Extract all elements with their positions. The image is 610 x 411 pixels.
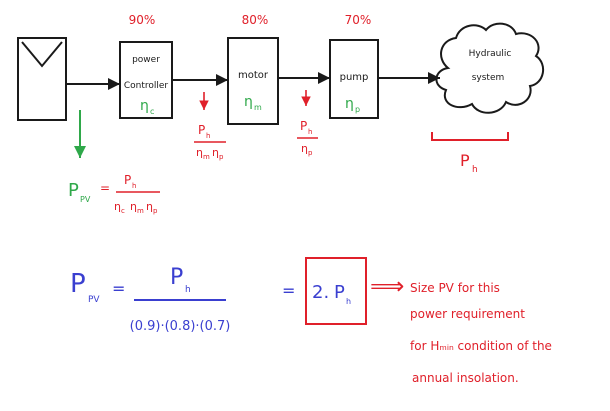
eq-num-sub: h xyxy=(185,285,191,295)
hydraulic-power-symbol: P xyxy=(460,151,470,170)
cloud-label-1: Hydraulic xyxy=(469,49,512,59)
eq-den: (0.9)·(0.8)·(0.7) xyxy=(130,319,231,334)
motor-eta: η xyxy=(244,94,253,110)
ppv-den-3-sub: p xyxy=(153,207,158,215)
eq-lhs-sub: PV xyxy=(88,295,100,305)
cloud-label-2: system xyxy=(472,73,505,83)
boxed-coefficient: 2. xyxy=(312,282,329,303)
boxed-subscript: h xyxy=(346,297,351,306)
frac1-den-b-sub: p xyxy=(219,153,224,161)
hydraulic-brace xyxy=(431,132,509,141)
controller-output-fraction: P h η m η p xyxy=(194,123,226,161)
sizing-note: Size PV for this power requirement for H… xyxy=(410,281,552,385)
motor-efficiency: 80% xyxy=(242,13,269,27)
frac1-den-a: η xyxy=(196,146,203,159)
main-equation: P PV = P h (0.9)·(0.8)·(0.7) = xyxy=(70,265,295,334)
controller-label-2: Controller xyxy=(124,81,169,91)
frac1-num: P xyxy=(198,123,205,137)
ppv-num: P xyxy=(124,173,131,187)
note-line-3: for Hₘᵢₙ condition of the xyxy=(410,339,552,353)
frac1-den-a-sub: m xyxy=(203,153,210,161)
ppv-den-2: η xyxy=(130,200,137,213)
pv-panel xyxy=(17,37,67,121)
ppv-den-2-sub: m xyxy=(137,207,144,215)
ppv-lhs: P xyxy=(68,180,79,201)
frac2-num: P xyxy=(300,119,307,133)
controller-label-1: power xyxy=(132,55,160,65)
eq-lhs: P xyxy=(70,269,86,299)
frac2-den: η xyxy=(301,142,308,155)
controller-eta: η xyxy=(140,98,149,114)
ppv-num-sub: h xyxy=(132,182,136,190)
frac1-den-b: η xyxy=(212,146,219,159)
note-line-4: annual insolation. xyxy=(412,371,519,385)
motor-eta-sub: m xyxy=(254,103,262,112)
implies-arrow: ⟹ xyxy=(370,272,404,300)
ppv-expression: P PV = P h η c η m η p xyxy=(68,173,160,215)
pump-label: pump xyxy=(340,72,369,83)
pump-eta: η xyxy=(345,96,354,112)
frac2-den-sub: p xyxy=(308,149,313,157)
controller-block: power Controller η c xyxy=(119,41,173,119)
note-line-1: Size PV for this xyxy=(410,281,500,295)
controller-efficiency: 90% xyxy=(129,13,156,27)
ppv-den-1: η xyxy=(114,200,121,213)
note-line-2: power requirement xyxy=(410,307,525,321)
boxed-result: 2. P h xyxy=(305,257,367,325)
hydraulic-system-cloud: Hydraulic system xyxy=(435,22,545,114)
hydraulic-power-sub: h xyxy=(472,165,478,175)
ppv-den-3: η xyxy=(146,200,153,213)
eq-equals-1: = xyxy=(112,279,125,298)
ppv-eq: = xyxy=(100,181,110,195)
eq-equals-2: = xyxy=(282,281,295,300)
frac1-num-sub: h xyxy=(206,132,210,140)
frac2-num-sub: h xyxy=(308,128,312,136)
ppv-den-1-sub: c xyxy=(121,207,125,215)
eq-num: P xyxy=(170,265,183,290)
motor-block: motor η m xyxy=(227,37,279,125)
motor-output-fraction: P h η p xyxy=(297,119,318,157)
motor-label: motor xyxy=(238,70,269,81)
ppv-lhs-sub: PV xyxy=(80,195,91,204)
pump-eta-sub: p xyxy=(355,105,360,114)
pump-efficiency: 70% xyxy=(345,13,372,27)
boxed-symbol: P xyxy=(334,282,345,303)
pump-block: pump η p xyxy=(329,39,379,119)
controller-eta-sub: c xyxy=(150,107,154,116)
